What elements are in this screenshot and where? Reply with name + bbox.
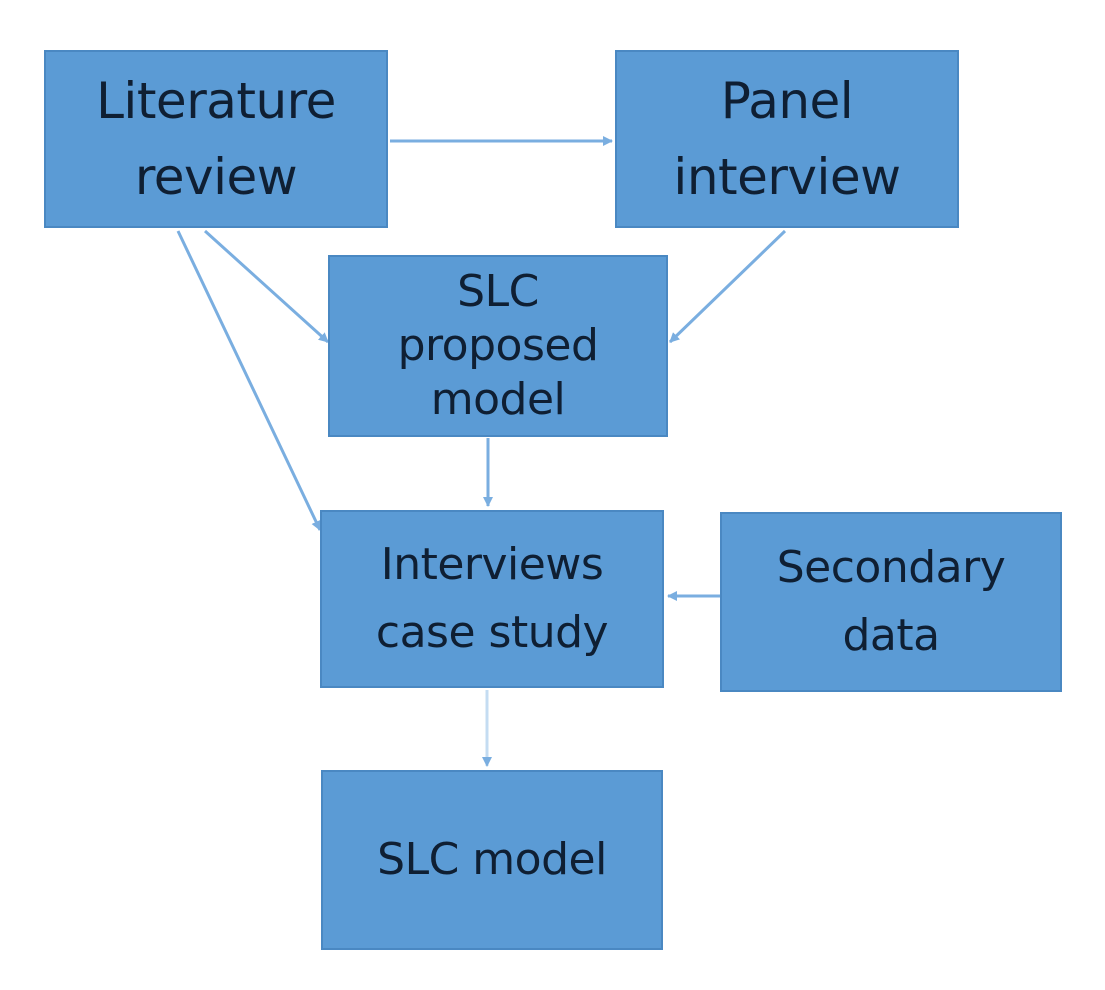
node-label-line: Panel (720, 72, 854, 130)
node-label-line: SLC (457, 266, 539, 317)
node-label-line: proposed (397, 320, 599, 371)
node-label-line: data (842, 610, 940, 661)
slc-model-box: SLC model (321, 770, 663, 950)
panel-interview-box: Panel interview (615, 50, 959, 228)
node-label-line: SLC model (377, 834, 607, 885)
node-label-line: interview (673, 148, 901, 206)
node-label-line: Literature (96, 72, 336, 130)
edge-literature-to-proposed (203, 229, 330, 344)
node-label-line: Interviews (380, 539, 604, 590)
node-label-line: model (430, 374, 566, 425)
slc-proposed-model-box: SLC proposed model (328, 255, 668, 437)
node-label-line: case study (375, 607, 609, 658)
literature-review-box: Literature review (44, 50, 388, 228)
secondary-data-box: Secondary data (720, 512, 1062, 692)
edge-panel-to-proposed (668, 229, 787, 344)
node-label-line: review (134, 148, 298, 206)
edge-literature-to-interviews (176, 230, 322, 531)
node-label-line: Secondary (776, 542, 1006, 593)
interviews-case-study-box: Interviews case study (320, 510, 664, 688)
